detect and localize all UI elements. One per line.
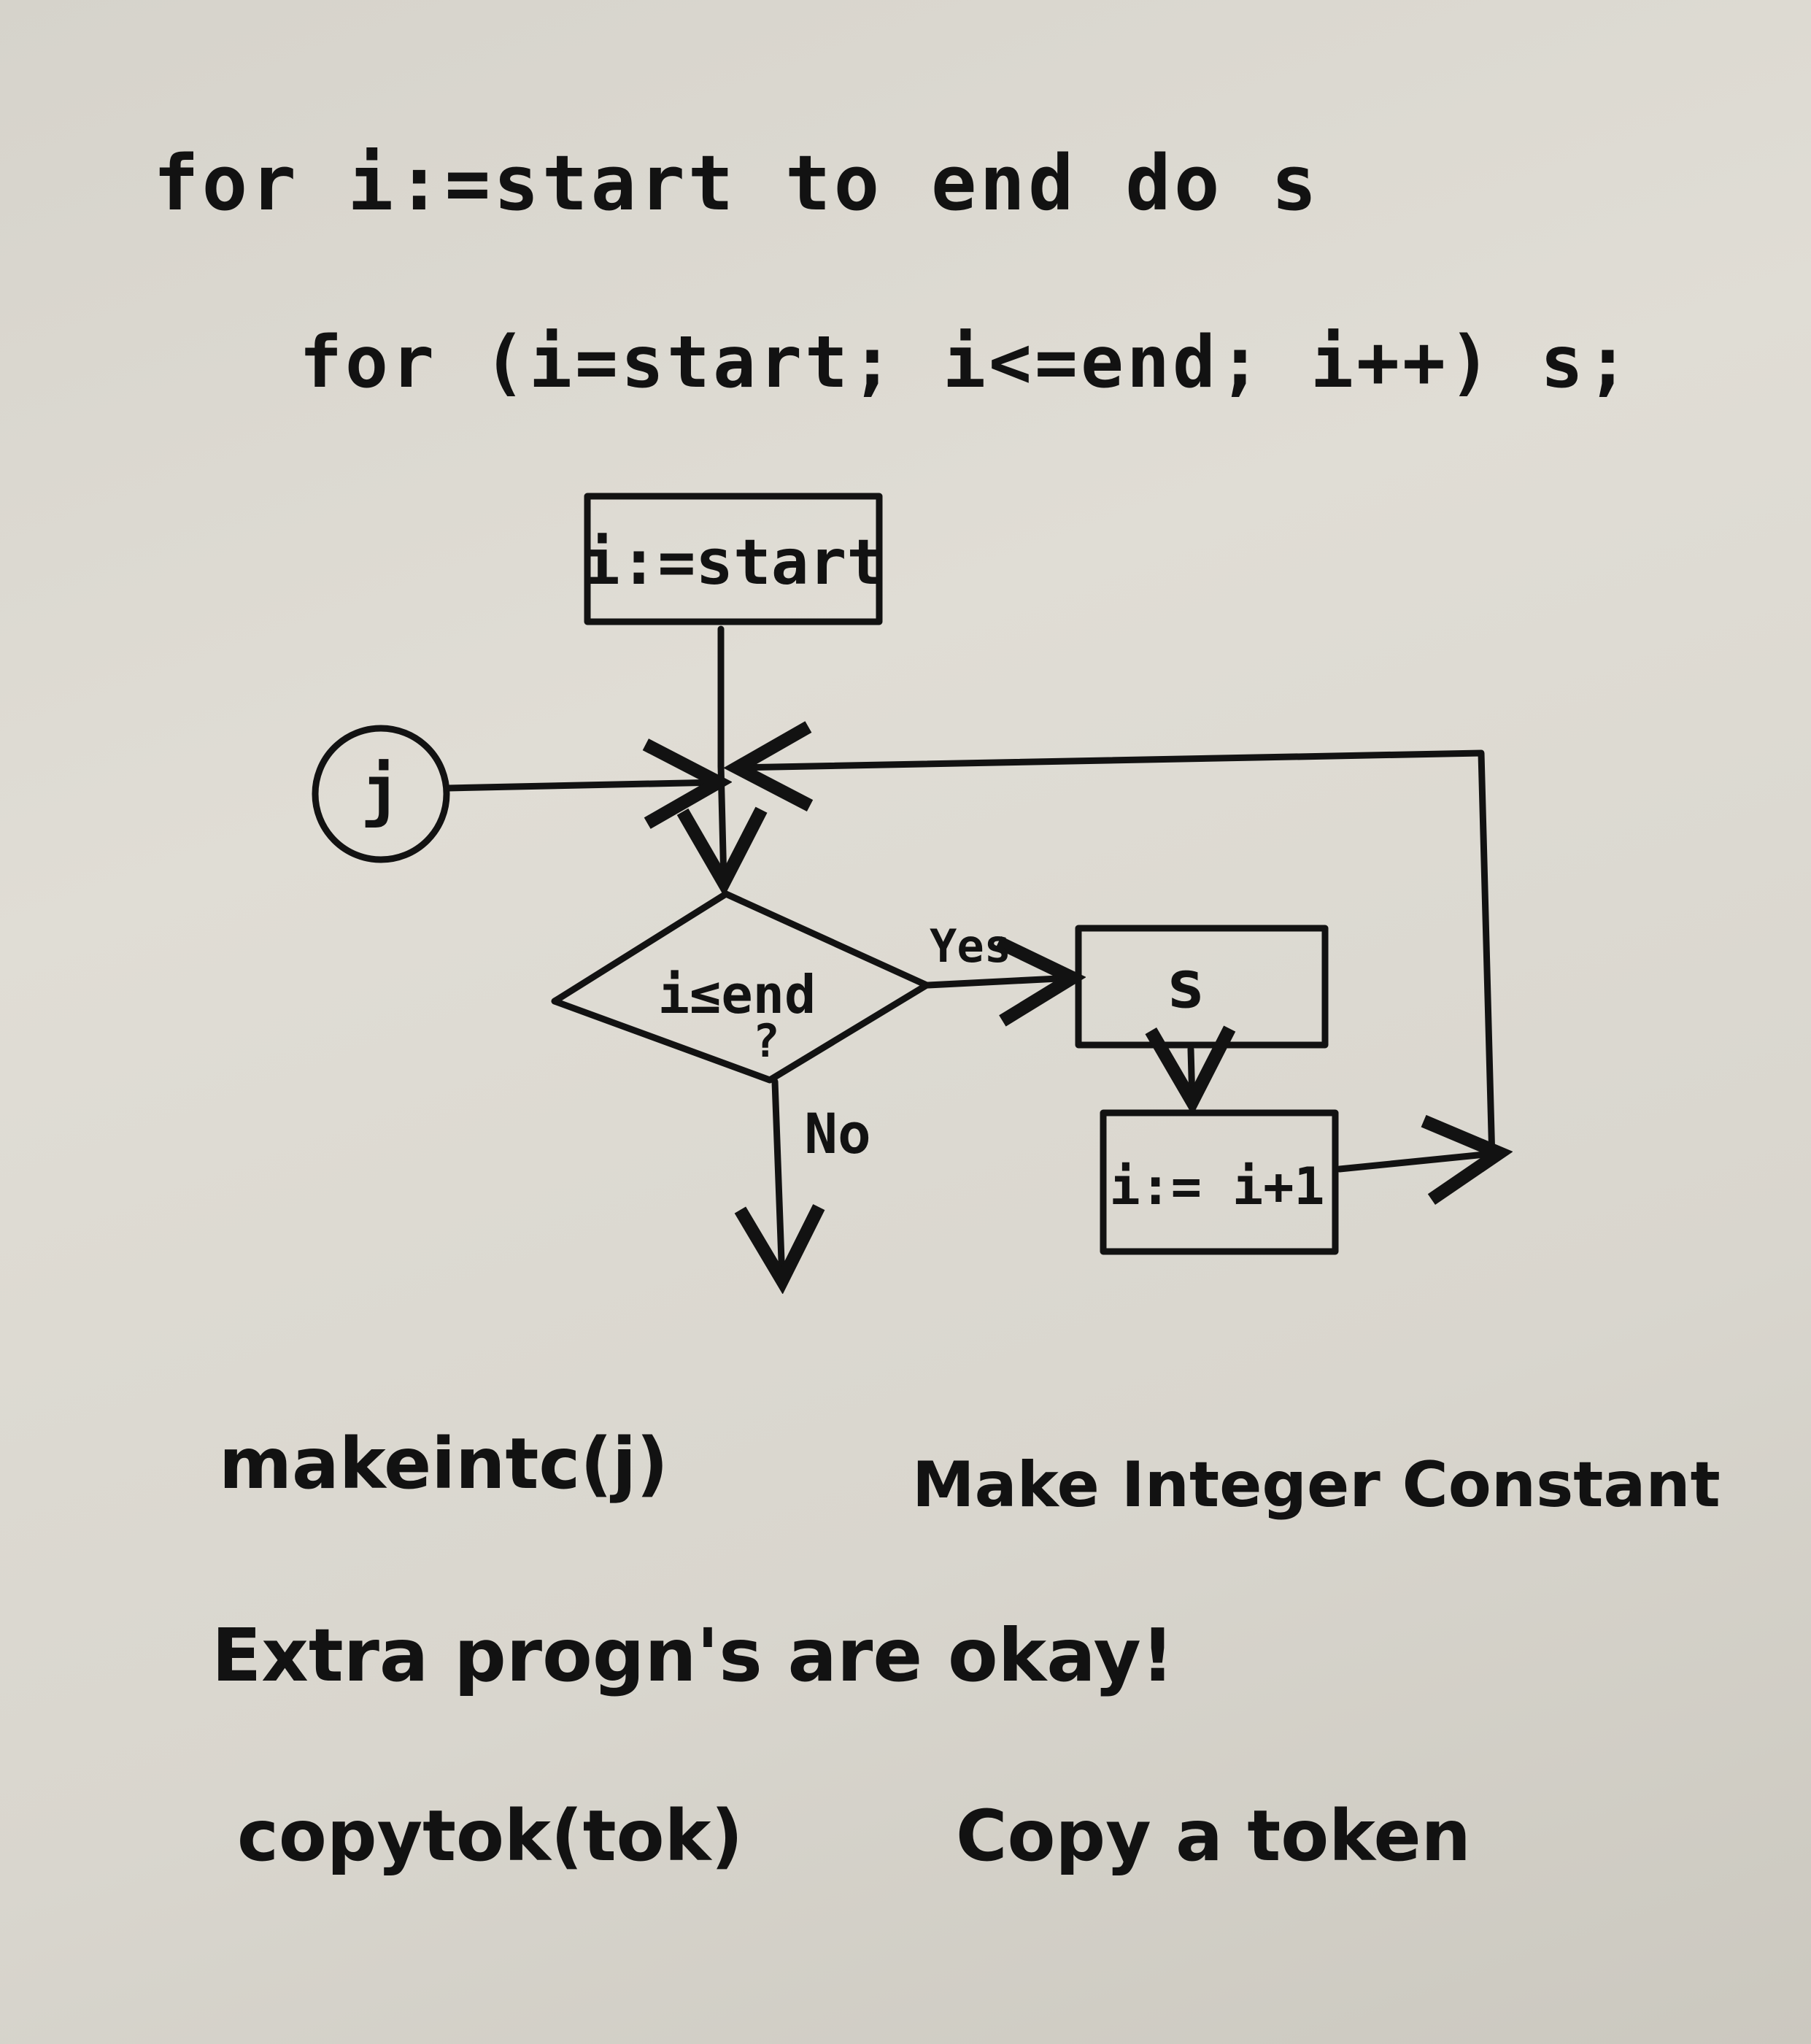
increment-box-label: i:= i+1: [1109, 1157, 1324, 1216]
init-box: [584, 493, 883, 625]
loop-back-arrow: [737, 753, 1496, 1164]
connector-j-circle: [312, 725, 450, 863]
body-to-increment-arrow: [1191, 1049, 1192, 1102]
init-box-label: i:=start: [582, 526, 884, 599]
decision-label-line1: i≤end: [658, 964, 816, 1025]
increment-box: [1100, 1109, 1339, 1255]
c-for-loop-line: for (i=start; i<=end; i++) s;: [299, 321, 1633, 404]
yes-arrow: [924, 978, 1073, 985]
copytok-note: copytok(tok): [237, 1795, 744, 1877]
pascal-for-loop-line: for i:=start to end do s: [153, 139, 1320, 228]
no-exit-arrow: [775, 1078, 782, 1281]
increment-to-loop-arrow: [1336, 1153, 1499, 1169]
body-box-label: s: [1166, 946, 1205, 1023]
makeintc-description: Make Integer Constant: [912, 1449, 1721, 1522]
extra-progns-note: Extra progn's are okay!: [212, 1613, 1175, 1698]
no-label: No: [804, 1101, 871, 1166]
decision-label-line2: ?: [752, 1014, 779, 1068]
makeintc-note: makeintc(j): [219, 1423, 668, 1505]
connector-j-label: j: [360, 752, 401, 830]
decision-diamond: [551, 890, 930, 1084]
copytok-description: Copy a token: [956, 1795, 1471, 1877]
connector-to-junction-arrow: [444, 782, 719, 788]
yes-label: Yes: [930, 919, 1011, 973]
